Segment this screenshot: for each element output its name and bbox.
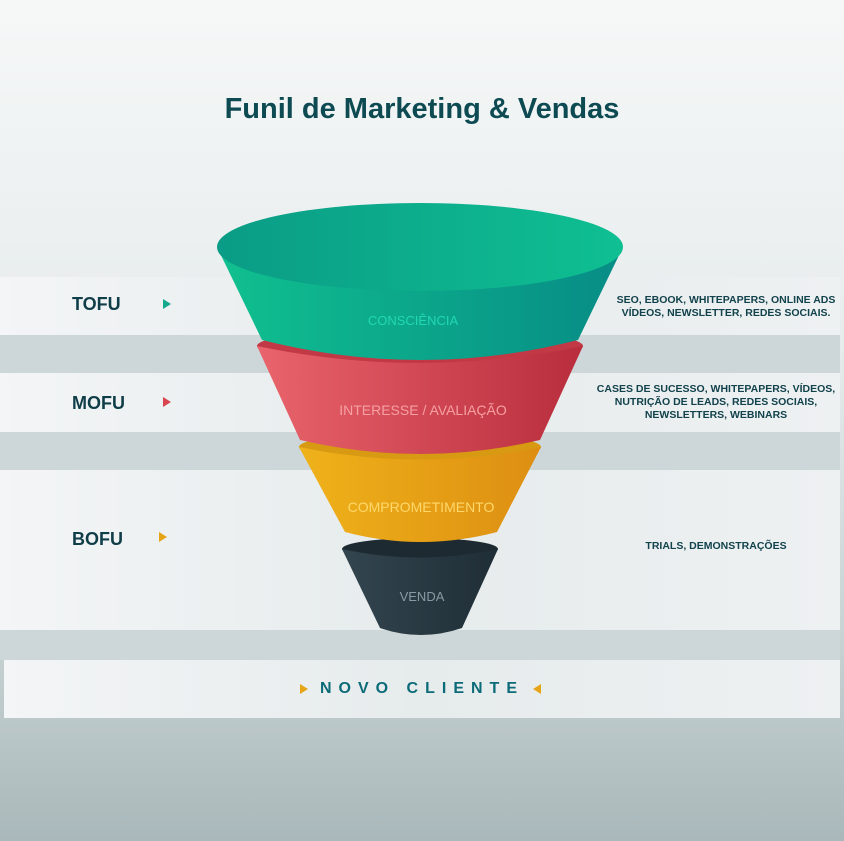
tactics-line: NEWSLETTERS, WEBINARS: [644, 409, 788, 421]
bofu-arrow-icon: [159, 532, 167, 542]
tactics-line: NUTRIÇÃO DE LEADS, REDES SOCIAIS,: [614, 396, 818, 408]
tactics-line: CASES DE SUCESSO, WHITEPAPERS, VÍDEOS,: [596, 383, 836, 395]
stage-label-bofu: BOFU: [72, 529, 123, 549]
funnel-segment-venda: [342, 538, 498, 635]
result-arrow-right-icon: [300, 684, 308, 694]
result-band: [4, 660, 840, 718]
stage-label-mofu: MOFU: [72, 393, 125, 413]
funnel-segment-consciencia: [217, 203, 623, 360]
funnel-label-comprometimento: COMPROMETIMENTO: [348, 499, 495, 515]
funnel-label-venda: VENDA: [400, 589, 445, 604]
bofu-tactics: TRIALS, DEMONSTRAÇÕES: [596, 540, 836, 553]
tactics-line: TRIALS, DEMONSTRAÇÕES: [645, 540, 787, 552]
stage-label-tofu: TOFU: [72, 294, 121, 314]
mofu-arrow-icon: [163, 397, 171, 407]
result-arrow-left-icon: [533, 684, 541, 694]
tofu-tactics: SEO, EBOOK, WHITEPAPERS, ONLINE ADS VÍDE…: [608, 294, 844, 320]
funnel-label-consciencia: CONSCIÊNCIA: [368, 313, 459, 328]
page-title: Funil de Marketing & Vendas: [224, 93, 620, 125]
tactics-line: VÍDEOS, NEWSLETTER, REDES SOCIAIS.: [621, 307, 831, 319]
band-divider: [0, 630, 840, 660]
tactics-line: SEO, EBOOK, WHITEPAPERS, ONLINE ADS: [616, 294, 836, 306]
tofu-arrow-icon: [163, 299, 171, 309]
result-label: NOVO CLIENTE: [319, 680, 524, 697]
funnel-label-interesse: INTERESSE / AVALIAÇÃO: [339, 402, 507, 418]
mofu-tactics: CASES DE SUCESSO, WHITEPAPERS, VÍDEOS, N…: [596, 383, 836, 422]
